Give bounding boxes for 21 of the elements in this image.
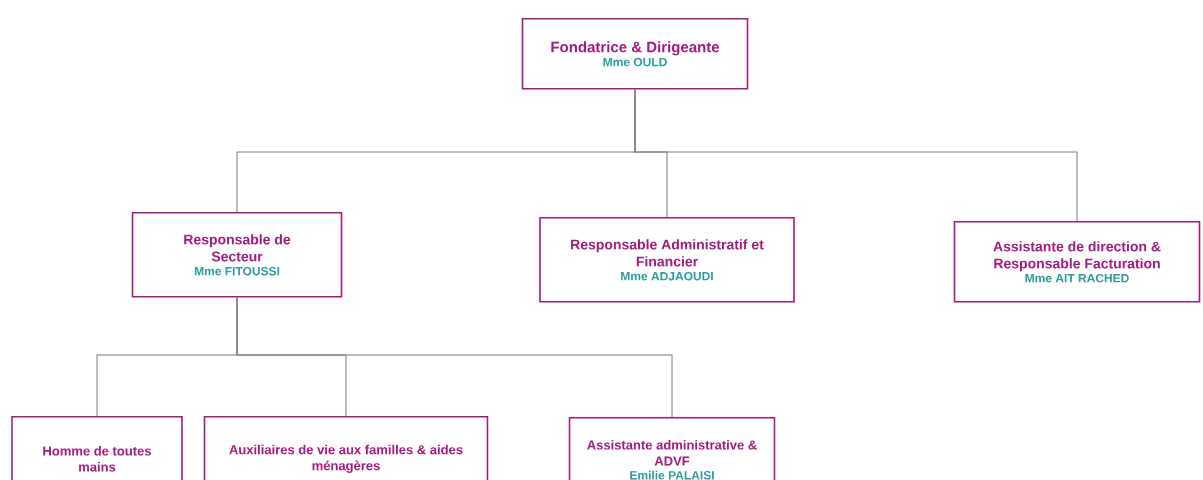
- person-name: Mme ADJAOUDI: [621, 271, 713, 281]
- org-box: [953, 221, 1201, 303]
- connector-line: [634, 89, 1078, 222]
- role-title: Auxiliaires de vie aux familles & aides ménagères: [229, 444, 463, 473]
- role-title: Responsable Administratif et Financier: [571, 239, 764, 267]
- role-title: Assistante de direction & Responsable Facturation: [993, 241, 1161, 272]
- role-title: Responsable de Secteur: [184, 234, 291, 262]
- person-name: Mme AIT RACHED: [1025, 273, 1129, 283]
- org-box: [203, 416, 489, 480]
- org-box: [539, 217, 795, 303]
- org-box: [11, 416, 183, 480]
- org-box: [568, 417, 776, 480]
- person-name: Mme OULD: [603, 57, 667, 67]
- connector-line: [236, 297, 673, 418]
- org-box: [521, 18, 749, 90]
- role-title: Fondatrice & Dirigeante: [551, 41, 720, 56]
- role-title: Assistante administrative & ADVF: [587, 440, 757, 466]
- person-name: Mme FITOUSSI: [194, 266, 280, 276]
- person-name: Emilie PALAISI: [630, 470, 714, 480]
- role-title: Homme de toutes mains: [43, 446, 151, 472]
- org-box: [131, 212, 343, 298]
